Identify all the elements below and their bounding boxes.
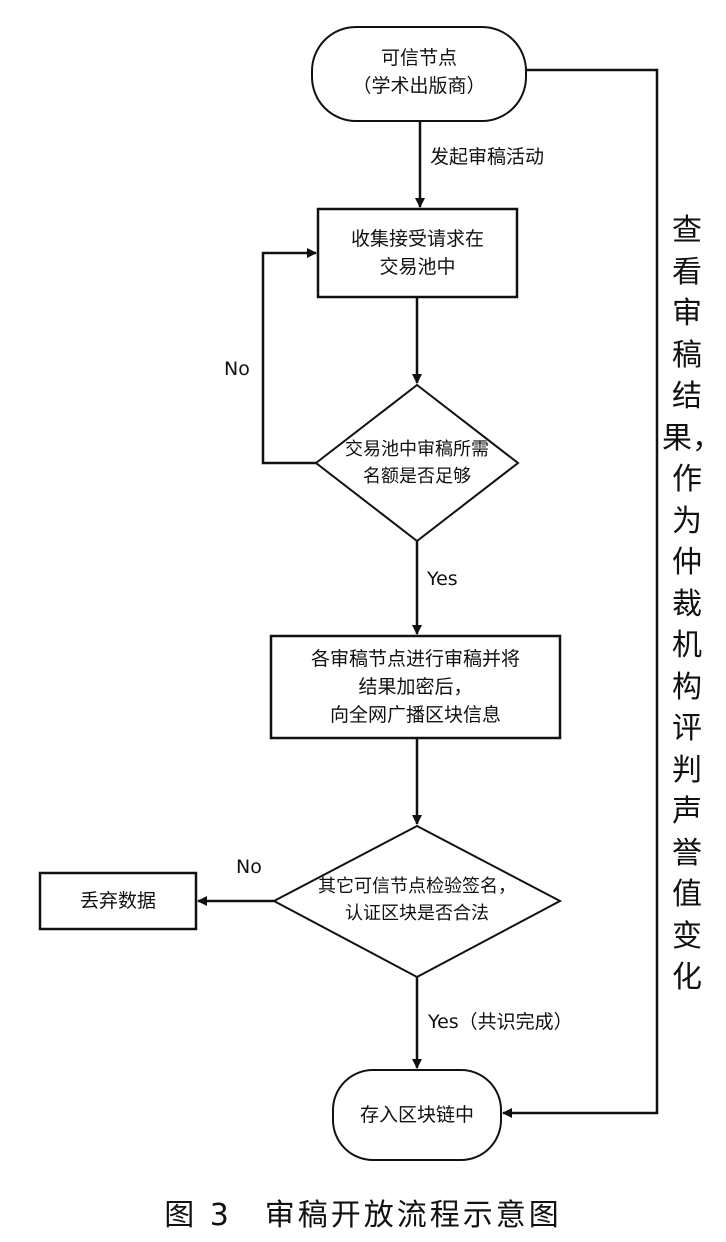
discard-node-label: 丢弃数据	[79, 890, 156, 912]
side-note-vertical: 查看审稿结果，作为仲裁机构评判声誉值变化	[662, 213, 722, 995]
edge-label-yes2: Yes（共识完成）	[428, 1011, 573, 1033]
edge-label-yes1: Yes	[427, 568, 458, 590]
edge-label-no-discard: No	[236, 856, 262, 878]
store-node-shape	[332, 1069, 502, 1161]
store-node-label: 存入区块链中	[359, 1104, 474, 1126]
collect-node-label: 收集接受请求在 交易池中	[350, 228, 484, 278]
edge-label-initiate: 发起审稿活动	[430, 146, 545, 168]
decision1-label: 交易池中审稿所需 名额是否足够	[345, 439, 489, 487]
start-node-label: 可信节点 （学术出版商）	[352, 47, 486, 97]
review-node-shape	[269, 634, 562, 740]
figure-caption: 图 3 审稿开放流程示意图	[164, 1198, 562, 1233]
edge-label-no-loop: No	[224, 358, 250, 380]
decision2-label: 其它可信节点检验签名， 认证区块是否合法	[318, 876, 516, 924]
arrow-side-feedback	[502, 68, 659, 1118]
arrow-no-loop	[261, 248, 317, 465]
discard-node-shape	[38, 871, 198, 931]
review-node-label: 各审稿节点进行审稿并将 结果加密后， 向全网广播区块信息	[310, 648, 520, 726]
collect-node-shape	[316, 207, 519, 299]
